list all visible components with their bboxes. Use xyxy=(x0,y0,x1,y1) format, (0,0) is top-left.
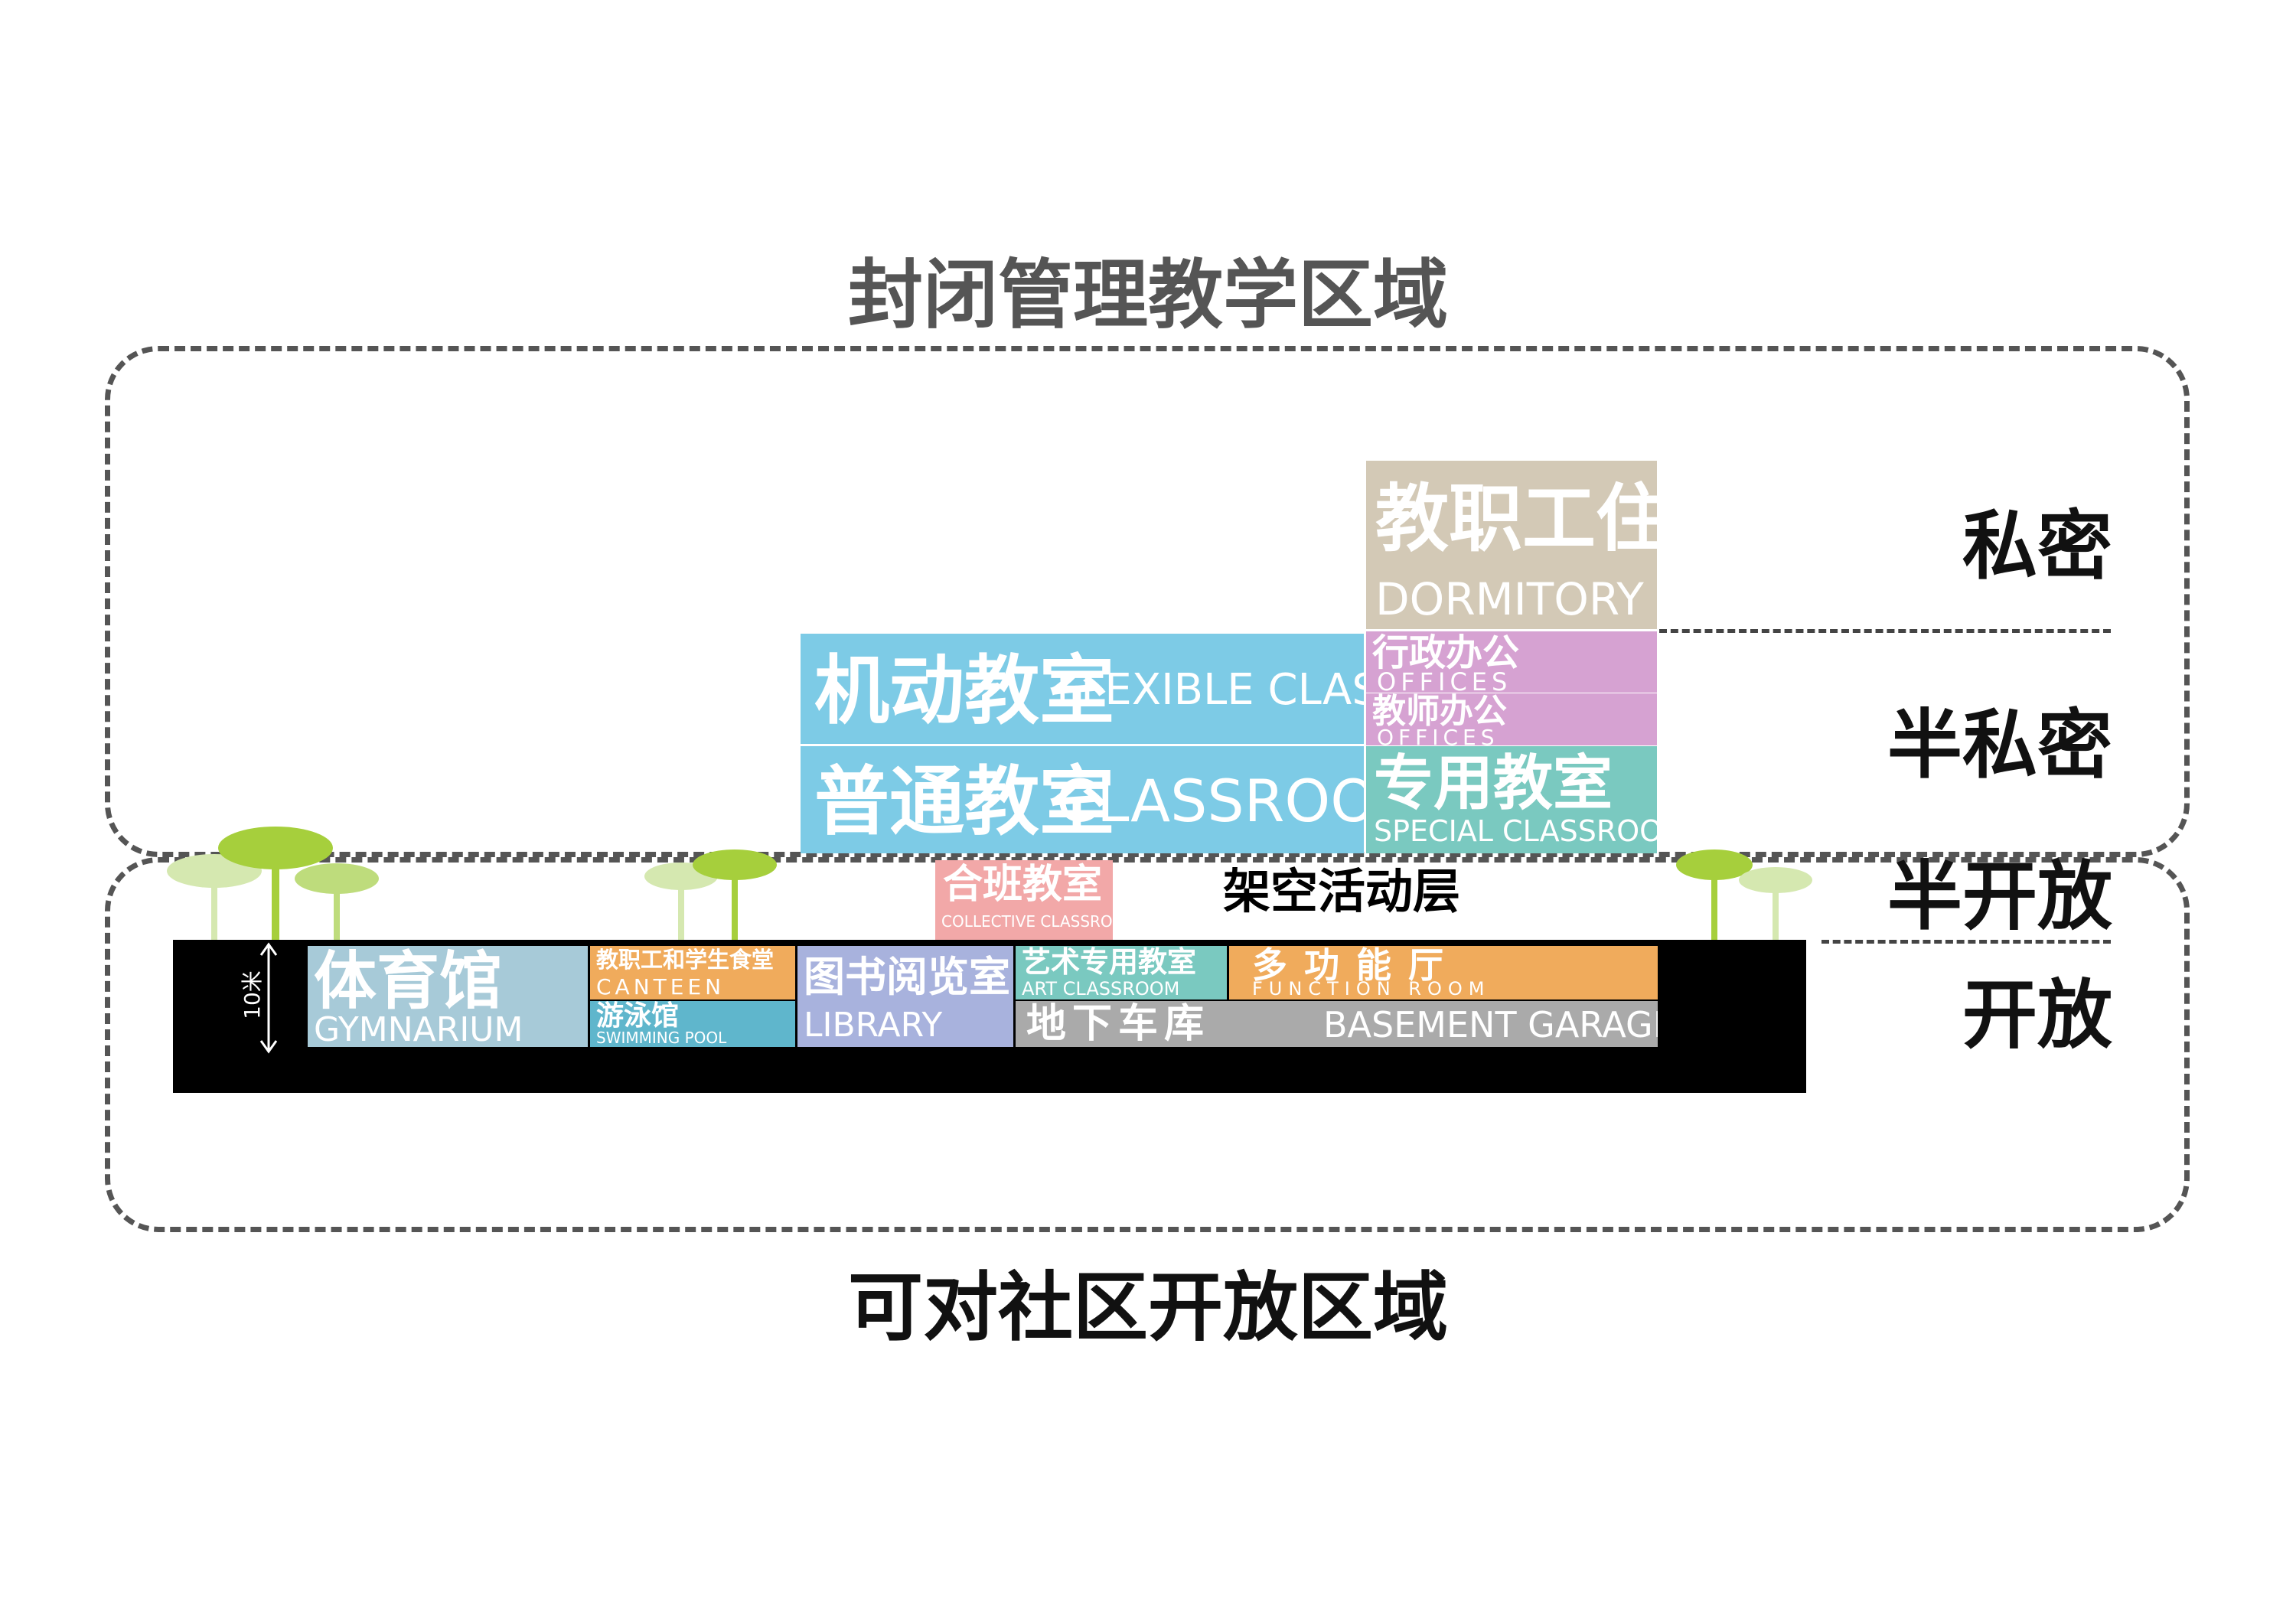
tree-icon xyxy=(167,827,379,940)
level-open: 开放 xyxy=(1962,972,2112,1059)
library-block: 图书阅览室 LIBRARY xyxy=(797,946,1013,1047)
tree-icon xyxy=(644,850,777,940)
art-classroom-block: 艺术专用教室 ART CLASSROOM xyxy=(1016,946,1227,1000)
dimension-arrow-icon xyxy=(259,942,278,1054)
closed-zone-boundary xyxy=(105,346,2190,857)
level-private: 私密 xyxy=(1962,503,2112,590)
offices-admin-block: 行政办公 OFFICES xyxy=(1366,631,1657,693)
flexible-classroom-block: 机动教室 FLEXIBLE CLASSROOM xyxy=(801,634,1364,744)
gym-block: 体育馆 GYMNARIUM xyxy=(308,946,588,1047)
tree-icon xyxy=(1676,850,1812,940)
canteen-block: 教职工和学生食堂 CANTEEN xyxy=(590,946,795,1000)
divider-private xyxy=(1659,629,2111,633)
pilotis-level-label: 架空活动层 xyxy=(1223,863,1461,919)
swimming-pool-block: 游泳馆 SWIMMING POOL xyxy=(590,1001,795,1047)
divider-semi-open xyxy=(1821,940,2111,944)
dimension-label: 10米 xyxy=(240,970,265,1019)
dormitory-block: 教职工住房 DORMITORY xyxy=(1366,461,1657,629)
basement-garage-block: 地下车库 BASEMENT GARAGE xyxy=(1016,1001,1658,1047)
collective-classroom-block: 合班教室 COLLECTIVE CLASSROOM xyxy=(935,860,1113,940)
closed-zone-title: 封闭管理教学区域 xyxy=(847,252,1448,339)
level-semi-private: 半私密 xyxy=(1887,702,2112,789)
open-zone-boundary xyxy=(105,857,2190,1232)
open-zone-title: 可对社区开放区域 xyxy=(847,1264,1448,1352)
offices-teacher-block: 教师办公 OFFICES xyxy=(1366,693,1657,745)
classroom-block: 普通教室 CLASSROOM xyxy=(801,746,1364,853)
function-room-block: 多功能厅 FUNCTION ROOM xyxy=(1229,946,1658,1000)
level-semi-open: 半开放 xyxy=(1887,853,2112,941)
special-classroom-block: 专用教室 SPECIAL CLASSROOM xyxy=(1366,746,1657,853)
